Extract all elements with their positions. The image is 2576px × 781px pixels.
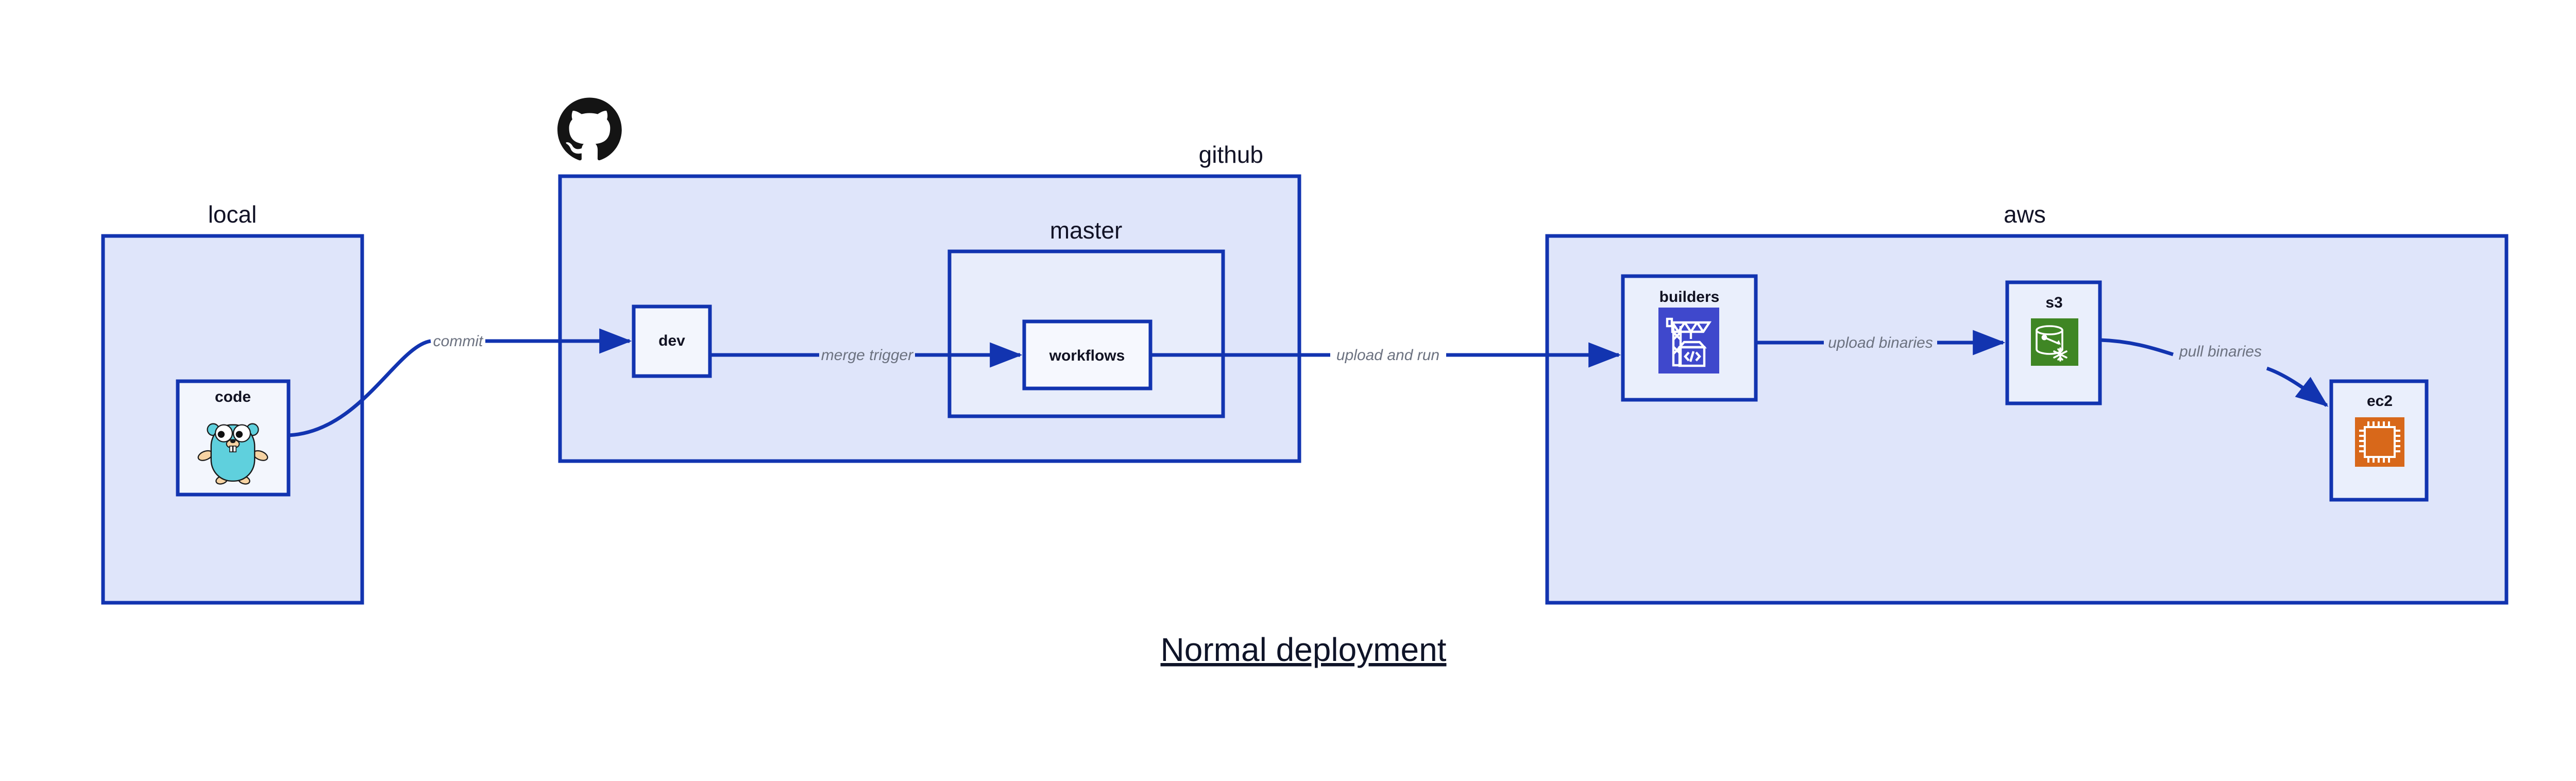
github-octocat-icon xyxy=(557,97,622,161)
node-dev-label: dev xyxy=(658,332,685,349)
node-dev[interactable]: dev xyxy=(632,304,712,378)
aws-s3-glacier-icon xyxy=(2031,318,2078,366)
node-s3[interactable]: s3 xyxy=(2005,280,2102,405)
cluster-aws: aws builders xyxy=(1545,201,2509,605)
node-dev-box[interactable] xyxy=(632,304,712,378)
edge-label-commit: commit xyxy=(433,333,484,350)
node-workflows-box[interactable] xyxy=(1022,319,1153,390)
node-code-label: code xyxy=(215,388,251,405)
edge-label-pull-binaries: pull binaries xyxy=(2179,343,2262,360)
edge-builders-to-s3: upload binaries xyxy=(1756,330,2006,355)
cluster-local: local code xyxy=(101,201,364,605)
node-code[interactable]: code xyxy=(176,379,291,497)
edge-label-merge-trigger: merge trigger xyxy=(821,347,913,364)
edge-code-to-dev: commit xyxy=(288,328,632,437)
cluster-github: github dev master workflows xyxy=(557,97,1301,463)
edge-workflows-to-builders: upload and run xyxy=(1150,342,1621,368)
node-workflows[interactable]: workflows xyxy=(1022,319,1153,390)
edge-label-upload-and-run: upload and run xyxy=(1336,347,1439,364)
cluster-github-label: github xyxy=(1199,141,1263,168)
node-builders-label: builders xyxy=(1659,288,1720,305)
diagram-title: Normal deployment xyxy=(1161,631,1447,668)
go-gopher-icon xyxy=(197,423,268,485)
node-s3-label: s3 xyxy=(2045,294,2062,311)
node-ec2[interactable]: ec2 xyxy=(2329,379,2429,502)
edge-s3-to-ec2: pull binaries xyxy=(2099,338,2329,407)
edge-label-upload-binaries: upload binaries xyxy=(1828,334,1933,351)
subcluster-master-label: master xyxy=(1050,217,1123,244)
node-workflows-label: workflows xyxy=(1049,347,1125,364)
aws-ec2-icon xyxy=(2355,417,2404,467)
subcluster-master: master workflows xyxy=(947,217,1225,418)
cluster-aws-label: aws xyxy=(2004,201,2046,228)
aws-codebuild-icon xyxy=(1658,308,1719,373)
cluster-local-label: local xyxy=(208,201,257,228)
edge-dev-to-workflows: merge trigger xyxy=(710,342,1023,368)
node-builders[interactable]: builders xyxy=(1621,274,1758,402)
node-ec2-label: ec2 xyxy=(2367,393,2393,410)
